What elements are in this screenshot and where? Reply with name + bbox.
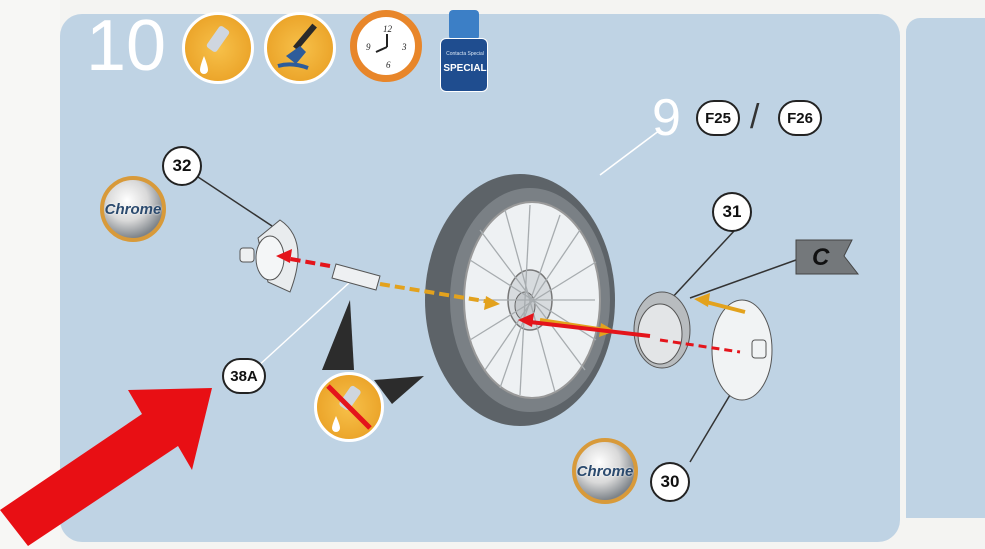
chrome-paint-badge-2: Chrome [572,438,638,504]
hub-cap-part-32 [239,219,299,293]
red-pointer-arrow [0,388,212,546]
chrome-paint-badge-1: Chrome [100,176,166,242]
glue-bottle-icon: Contacta Special SPECIAL [440,10,490,92]
brake-drum-part-31 [633,291,691,369]
paint-brush-icon [264,12,336,84]
wheel-spokes [469,204,597,396]
bottle-body: Contacta Special SPECIAL [440,38,488,92]
tube-part-38a [331,263,381,291]
page-edge [0,0,60,549]
bottle-small-text: Contacta Special [446,51,484,57]
part-callout-31: 31 [712,192,752,232]
clock-number-12: 12 [383,24,393,34]
subassembly-flag: C [795,238,860,283]
bottle-label: SPECIAL [443,63,487,74]
subassembly-flag-label: C [812,244,830,271]
backplate-part-30 [711,299,773,401]
step-number: 10 [86,6,167,86]
no-glue-icon [314,372,384,442]
clock-number-6: 6 [386,60,391,70]
decal-callout-f25: F25 [696,100,740,136]
glue-icon [182,12,254,84]
part-callout-30: 30 [650,462,690,502]
decal-separator: / [750,98,760,136]
decal-callout-f26: F26 [778,100,822,136]
no-glue-pointer [322,300,424,404]
assembly-arrows [276,249,746,354]
part-callout-38a: 38A [222,358,266,394]
sub-assembly-number: 9 [652,89,681,147]
chrome-label-2: Chrome [576,462,634,480]
part-callout-32: 32 [162,146,202,186]
bottle-cap [449,10,479,40]
clock-icon: 12 3 6 9 [350,10,422,82]
chrome-label-1: Chrome [104,200,162,218]
next-panel-edge [906,18,985,518]
clock-number-3: 3 [401,42,407,52]
clock-number-9: 9 [366,42,371,52]
